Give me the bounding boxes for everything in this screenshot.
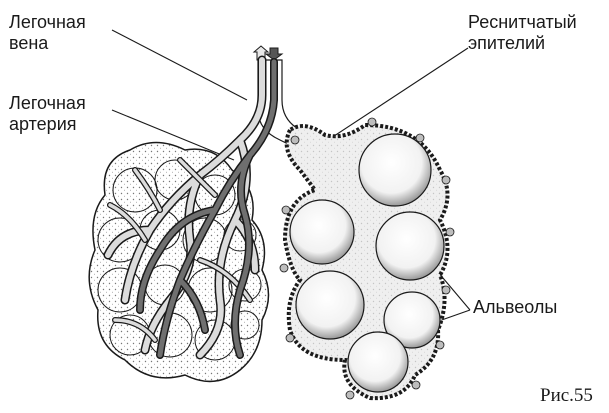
leader-pulmonary-vein [112,30,247,100]
alveolus-3 [376,212,444,280]
alveolus-4 [296,271,364,339]
alveolus-2 [290,200,354,264]
alveolus-6 [348,332,408,392]
alveolus-1 [359,134,431,206]
alveolar-sac-right [280,118,454,399]
